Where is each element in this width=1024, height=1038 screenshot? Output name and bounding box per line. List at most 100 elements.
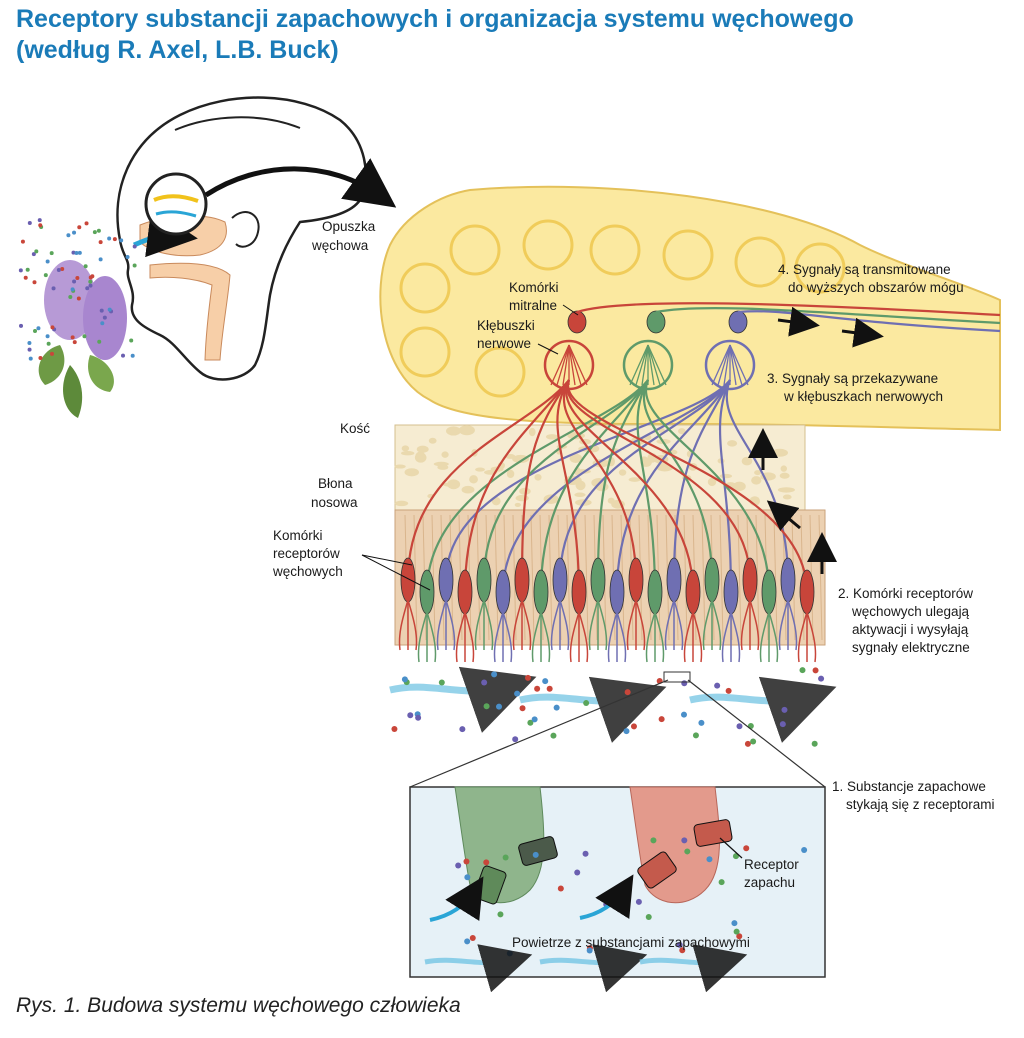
bulb-circle [662,229,714,281]
receptor-cilia [787,599,798,651]
membrane-line [737,514,742,641]
inset-air-arrows [424,874,748,993]
mitral-cell [728,310,748,334]
figure-caption: Rys. 1. Budowa systemu węchowego człowie… [16,994,461,1017]
scent-particle [96,228,101,233]
pointer-receptory-2 [361,554,431,591]
scent-particle [99,308,104,313]
receptor-cilia [806,611,817,663]
odor-particle [496,703,503,710]
scent-particle [125,255,130,260]
inset-connector-right [687,679,826,788]
inset-particle [483,859,490,866]
receptor-cell [419,569,435,615]
glomerulus-fiber [729,344,743,386]
odor-particle [527,719,534,726]
inset-particle [464,938,471,945]
receptor-cilia [569,611,580,663]
odor-particle [401,676,408,683]
label-step4-2: do wyższych obszarów mógu [788,280,964,295]
label-opuszka-2: węchowa [311,238,369,253]
receptor-cilia [635,599,646,651]
bone-pore [707,477,717,487]
label-step3-1: 3. Sygnały są przekazywane [767,371,938,386]
inset-air-arrow [424,944,533,993]
scent-particle [112,237,117,242]
receptor-cilia [398,599,409,651]
membrane-line [773,514,778,641]
bone-pore [628,477,641,482]
receptor-cilia [436,599,447,651]
odor-particle [481,679,488,686]
receptor-cell [476,557,492,603]
figure-title-line2: (według R. Axel, L.B. Buck) [16,36,339,64]
bone-pore [401,445,410,452]
bone-pore [771,448,789,457]
receptor-axon [672,379,731,581]
odor-particle [623,728,630,735]
scent-particle [28,356,33,361]
receptor-cilia [692,611,703,663]
bone-pore [719,473,733,479]
odor-particle [681,680,688,687]
receptor-axon [463,379,570,593]
odor-particle [658,716,665,723]
glomerulus-fiber [568,344,588,386]
tract-arrow-1 [777,306,820,337]
glomerulus-fiber [711,344,731,386]
scent-particle [36,326,41,331]
inset-particle [532,851,539,858]
label-step4-1: 4. Sygnały są transmitowane [778,262,951,277]
membrane-line [683,514,688,641]
bone-pore [433,461,449,467]
bulb-circle [734,236,786,288]
receptor-cilia [645,611,656,663]
odor-particle [736,723,743,730]
scent-particle [49,251,54,256]
glomerulus-fiber [729,344,749,386]
receptor-cilia [768,611,779,663]
air-arrow [519,676,667,743]
glomerulus-fiber [629,344,649,386]
head-illustration [116,96,397,381]
odor-particle [680,711,687,718]
bone-pore [569,453,583,464]
receptor-cell [571,569,587,615]
receptor-cilia [483,599,494,651]
bulb-circle [589,224,641,276]
odor-particle [415,714,422,721]
receptor-cilia [502,611,513,663]
tract-arrow-2 [841,317,884,348]
label-step2-1: 2. Komórki receptorów [838,586,973,601]
scent-particle [50,351,55,356]
scent-particle [38,355,43,360]
receptor-cilia [626,599,637,651]
receptor-cilia [455,611,466,663]
odor-particle [799,667,806,674]
inset-particle [469,934,476,941]
receptor-cilia [512,599,523,651]
scent-particle [100,321,105,326]
inset-particle [497,911,504,918]
receptor-cell [552,557,568,603]
membrane-line [719,514,724,641]
label-receptory-2: receptorów [273,546,340,561]
receptor-axon [444,379,731,581]
receptor-cell [438,557,454,603]
receptor-cilia [417,611,428,663]
receptor-cilia [740,599,751,651]
bone-pore [534,473,542,481]
receptor-cell [495,569,511,615]
receptor-cell [457,569,473,615]
odor-particle [811,740,818,747]
receptor-cilia [493,611,504,663]
ear [231,211,260,248]
lilac-flower [38,260,127,418]
leaf-1 [38,345,65,385]
scent-particle [129,338,134,343]
glomerulus-fiber [568,344,576,386]
label-powietrze: Powietrze z substancjami zapachowymi [512,935,750,950]
mitral-output-tracts [576,302,1001,333]
magnified-air [155,210,197,218]
